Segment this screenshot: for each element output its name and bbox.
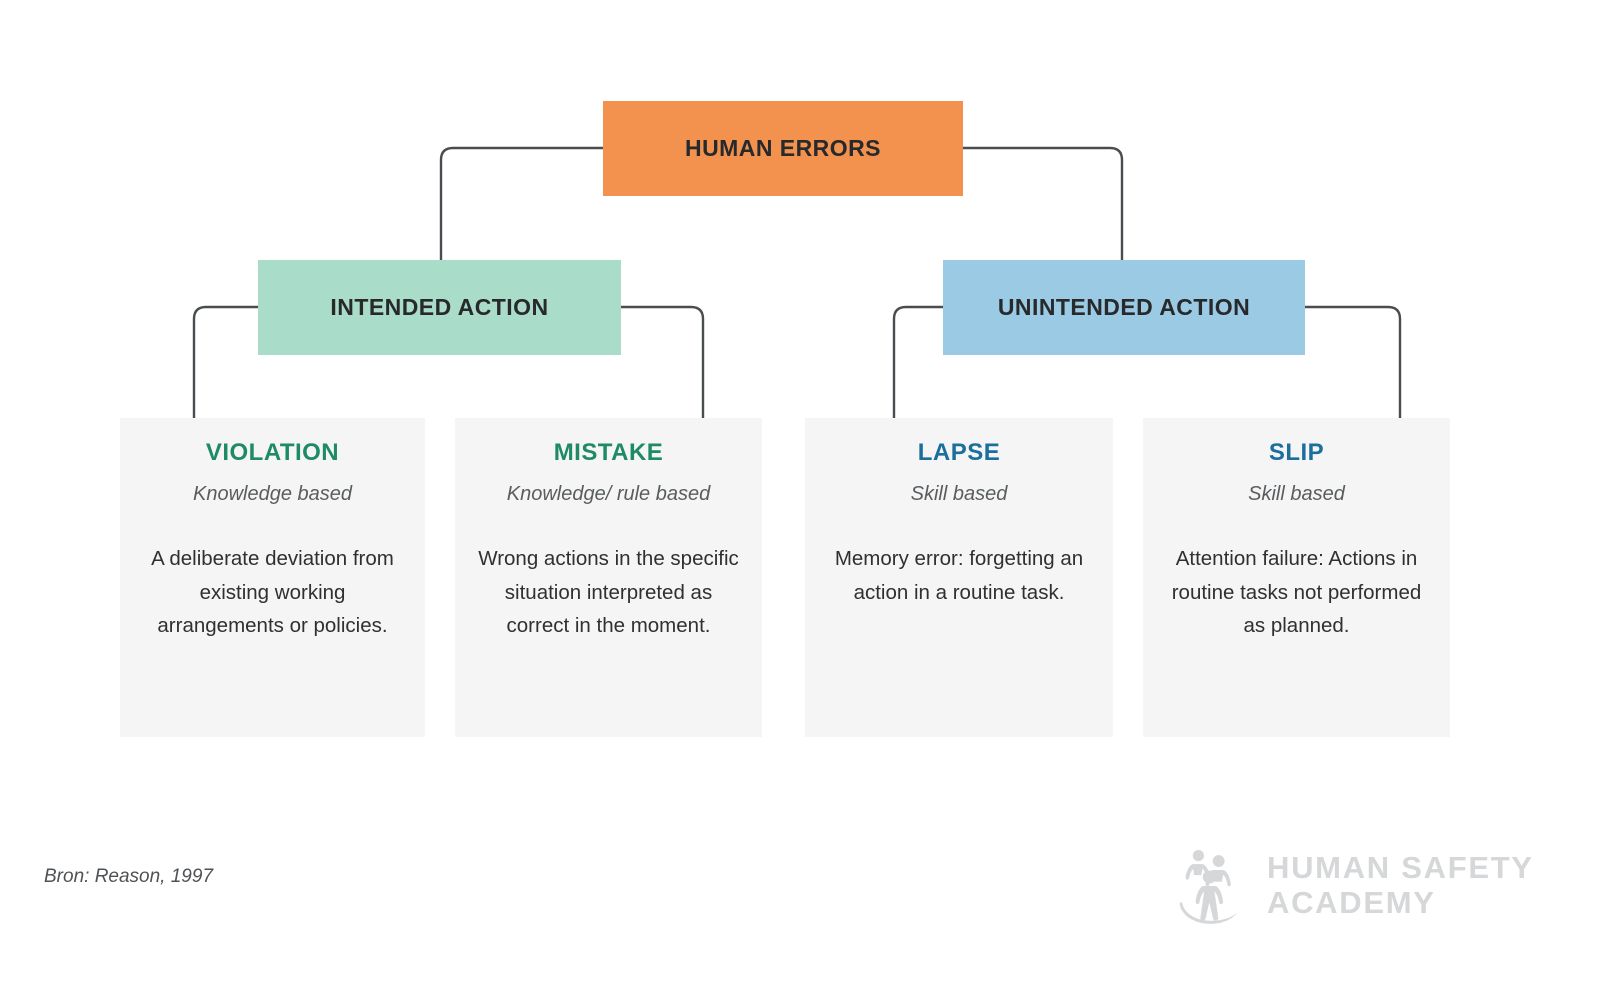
card-mistake-subtitle: Knowledge/ rule based xyxy=(506,483,711,506)
node-unintended-action-label: UNINTENDED ACTION xyxy=(997,294,1251,320)
connector-intended-to-violation xyxy=(192,305,258,418)
card-violation-title: VIOLATION xyxy=(205,439,340,466)
card-slip-title: SLIP xyxy=(1268,439,1325,466)
connector-unintended-to-slip xyxy=(1305,305,1402,418)
card-lapse: LAPSE Skill based Memory error: forgetti… xyxy=(805,418,1113,737)
node-human-errors-label: HUMAN ERRORS xyxy=(685,135,881,161)
card-mistake-title: MISTAKE xyxy=(553,439,664,466)
card-lapse-body: Memory error: forgetting an action in a … xyxy=(834,547,1084,604)
card-slip: SLIP Skill based Attention failure: Acti… xyxy=(1143,418,1450,737)
logo-text-line1: HUMAN SAFETY xyxy=(1267,850,1534,886)
connector-root-to-unintended xyxy=(963,146,1124,260)
logo: HUMAN SAFETY ACADEMY xyxy=(1175,836,1535,936)
connector-unintended-to-lapse xyxy=(892,305,943,418)
logo-text: HUMAN SAFETY ACADEMY xyxy=(1267,851,1534,920)
node-unintended-action: UNINTENDED ACTION xyxy=(943,260,1305,355)
human-safety-academy-logo-icon xyxy=(1179,849,1238,924)
node-intended-action-label: INTENDED ACTION xyxy=(330,294,549,320)
card-violation-subtitle: Knowledge based xyxy=(192,483,352,506)
card-lapse-title: LAPSE xyxy=(917,439,1001,466)
card-mistake: MISTAKE Knowledge/ rule based Wrong acti… xyxy=(455,418,762,737)
connector-intended-to-mistake xyxy=(621,305,705,418)
connector-root-to-intended xyxy=(439,146,603,260)
node-intended-action: INTENDED ACTION xyxy=(258,260,621,355)
logo-text-line2: ACADEMY xyxy=(1267,885,1436,920)
source-note: Bron: Reason, 1997 xyxy=(44,866,214,887)
card-slip-body: Attention failure: Actions in routine ta… xyxy=(1171,547,1422,637)
card-lapse-subtitle: Skill based xyxy=(910,483,1008,506)
card-slip-subtitle: Skill based xyxy=(1248,483,1345,506)
node-human-errors: HUMAN ERRORS xyxy=(603,101,963,196)
card-violation: VIOLATION Knowledge based A deliberate d… xyxy=(120,418,425,737)
card-violation-body: A deliberate deviation from existing wor… xyxy=(151,547,394,637)
card-mistake-body: Wrong actions in the specific situation … xyxy=(478,547,739,637)
